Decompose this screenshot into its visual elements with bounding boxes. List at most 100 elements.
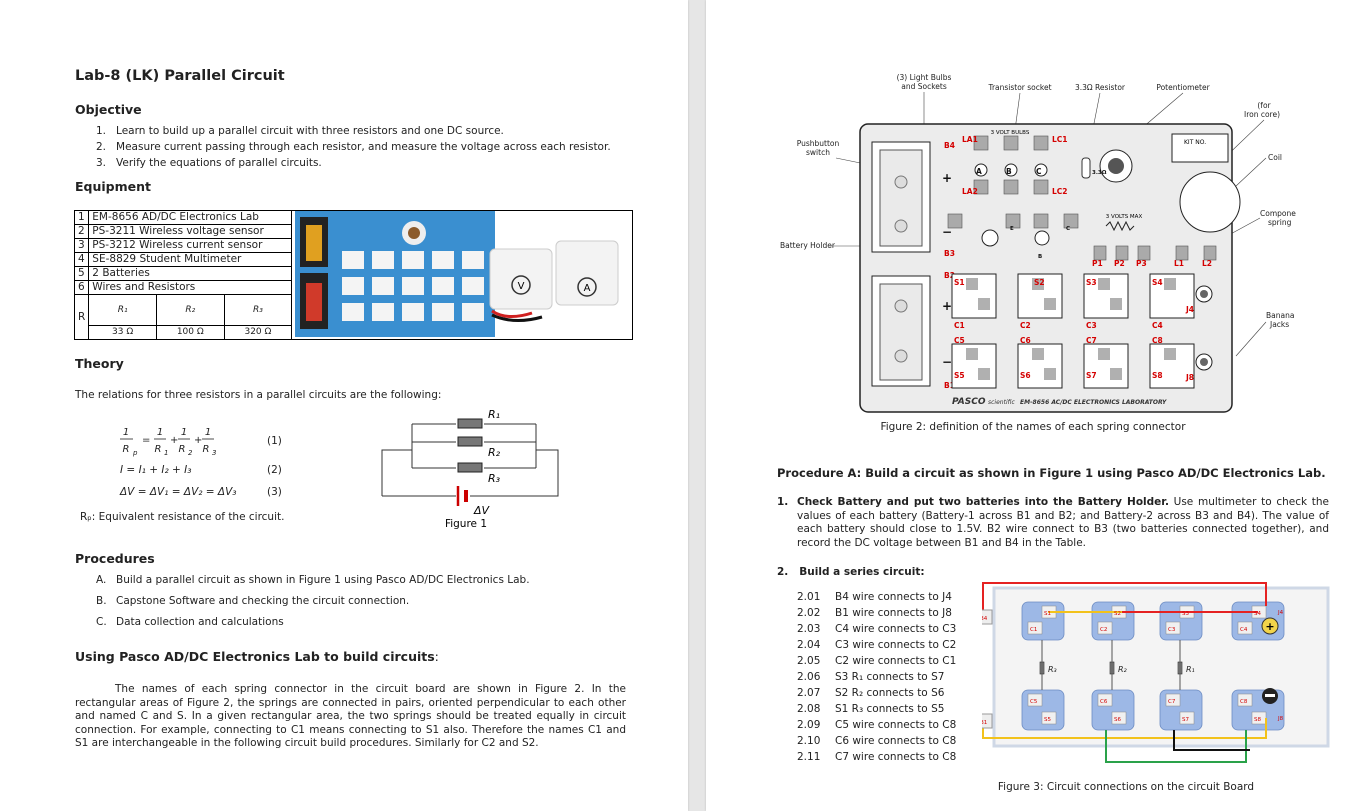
tag-e: E [1010,226,1014,232]
tag-b-transistor: B [1038,254,1042,260]
label-potentiometer: Potentiometer [1156,83,1210,92]
fig3-s2: S2 [1114,611,1121,617]
svg-text:R: R [123,444,130,455]
resistor-name-row: R R₁ R₂ R₃ [73,294,633,340]
tag-la2: LA2 [962,187,978,196]
objective-heading: Objective [75,102,142,117]
figure-2-caption: Figure 2: definition of the names of eac… [880,421,1186,433]
svg-text:(for: (for [1257,101,1271,110]
tag-b3: B3 [944,249,955,258]
procedure-a-heading: Procedure A: Build a circuit as shown in… [777,466,1326,480]
fig3-j8: J8 [1277,716,1284,722]
volts-max-label: 3 VOLTS MAX [1106,214,1143,220]
fig3-s7: S7 [1182,717,1189,723]
tag-s4: S4 [1152,278,1163,287]
tag-3-3-ohm: 3.3Ω [1092,170,1107,176]
tag-la1: LA1 [962,135,978,144]
fig3-c1: C1 [1030,627,1037,633]
svg-text:A: A [584,283,591,294]
volt-bulbs-label: 3 VOLT BULBS [991,130,1030,136]
svg-text:R: R [179,444,186,455]
tag-j4: J4 [1185,305,1194,314]
tag-c1: C1 [954,321,965,330]
tag-c: C [1036,167,1042,176]
objective-item: 1. Learn to build up a parallel circuit … [96,125,504,137]
brand-logo: PASCO [952,397,986,407]
figure-1-r2-label: R₂ [488,446,501,459]
tag-s7: S7 [1086,371,1097,380]
objective-list: 1. Learn to build up a parallel circuit … [96,124,611,170]
svg-text:R: R [155,444,162,455]
tag-c4: C4 [1152,321,1163,330]
tag-c8: C8 [1152,336,1163,345]
svg-text:1: 1 [157,427,163,438]
tag-p1: P1 [1092,259,1103,268]
svg-text:+: + [1265,620,1274,633]
tag-l1: L1 [1174,259,1184,268]
tag-l2: L2 [1202,259,1212,268]
fig3-s8: S8 [1254,717,1261,723]
svg-text:+: + [942,171,952,185]
theory-intro: The relations for three resistors in a p… [75,389,442,401]
procedure-item: C.Data collection and calculations [96,616,284,628]
tag-c2: C2 [1020,321,1031,330]
tag-c7: C7 [1086,336,1097,345]
objective-item: 3. Verify the equations of parallel circ… [96,157,322,169]
fig3-r1: R₁ [1186,665,1195,674]
fig3-b1: B1 [982,720,987,726]
tag-p3: P3 [1136,259,1147,268]
fig3-c7: C7 [1168,699,1176,705]
fig3-r3: R₃ [1048,665,1057,674]
document-page-2: (3) Light Bulbs and Sockets Transistor s… [706,0,1364,811]
tag-lc1: LC1 [1052,135,1068,144]
svg-text:and Sockets: and Sockets [901,82,947,91]
tag-s3: S3 [1086,278,1097,287]
svg-text:Iron core): Iron core) [1244,110,1280,119]
svg-text:1: 1 [205,427,211,438]
fig3-s3: S3 [1182,611,1189,617]
using-heading: Using Pasco AD/DC Electronics Lab to bui… [75,649,439,664]
tag-b4: B4 [944,141,955,150]
svg-text:switch: switch [806,148,830,157]
fig3-c4: C4 [1240,627,1248,633]
svg-text:+: + [170,435,178,446]
svg-text:2: 2 [188,449,193,457]
label-resistor: 3.3Ω Resistor [1075,83,1126,92]
fig3-c5: C5 [1030,699,1038,705]
fig3-s5: S5 [1044,717,1051,723]
figure-2-board-diagram: (3) Light Bulbs and Sockets Transistor s… [780,73,1296,433]
svg-text:1: 1 [164,449,168,457]
procedures-list: A.Build a parallel circuit as shown in F… [96,573,530,629]
tag-p2: P2 [1114,259,1125,268]
figure-1-r1-label: R₁ [488,408,500,421]
tag-s5: S5 [954,371,965,380]
svg-text:−: − [942,355,952,369]
fig3-s6: S6 [1114,717,1121,723]
document-page-1: Lab-8 (LK) Parallel Circuit Objective 1.… [0,0,688,811]
page-title: Lab-8 (LK) Parallel Circuit [75,68,285,84]
tag-a: A [976,167,982,176]
tag-c-transistor: C [1066,226,1070,232]
figure-3-circuit-board: + R₃ R₂ R₁ B4 B1 S1 S2 S3 S4 C1 C2 [982,582,1330,793]
svg-text:−: − [942,225,952,239]
fig3-c6: C6 [1100,699,1108,705]
svg-text:=: = [142,435,150,446]
tag-b: B [1006,167,1012,176]
equation-3-number: (3) [267,486,282,498]
tag-b2: B2 [944,271,955,280]
tag-c5: C5 [954,336,965,345]
figure-1-dv-label: ΔV [473,504,491,517]
svg-text:Component: Component [1260,209,1296,218]
objective-item: 2. Measure current passing through each … [96,141,611,153]
equation-3: ΔV = ΔV₁ = ΔV₂ = ΔV₃ [120,486,237,498]
fig3-s4: S4 [1254,611,1261,617]
svg-text:Jacks: Jacks [1269,320,1289,329]
label-coil: Coil [1268,153,1282,162]
